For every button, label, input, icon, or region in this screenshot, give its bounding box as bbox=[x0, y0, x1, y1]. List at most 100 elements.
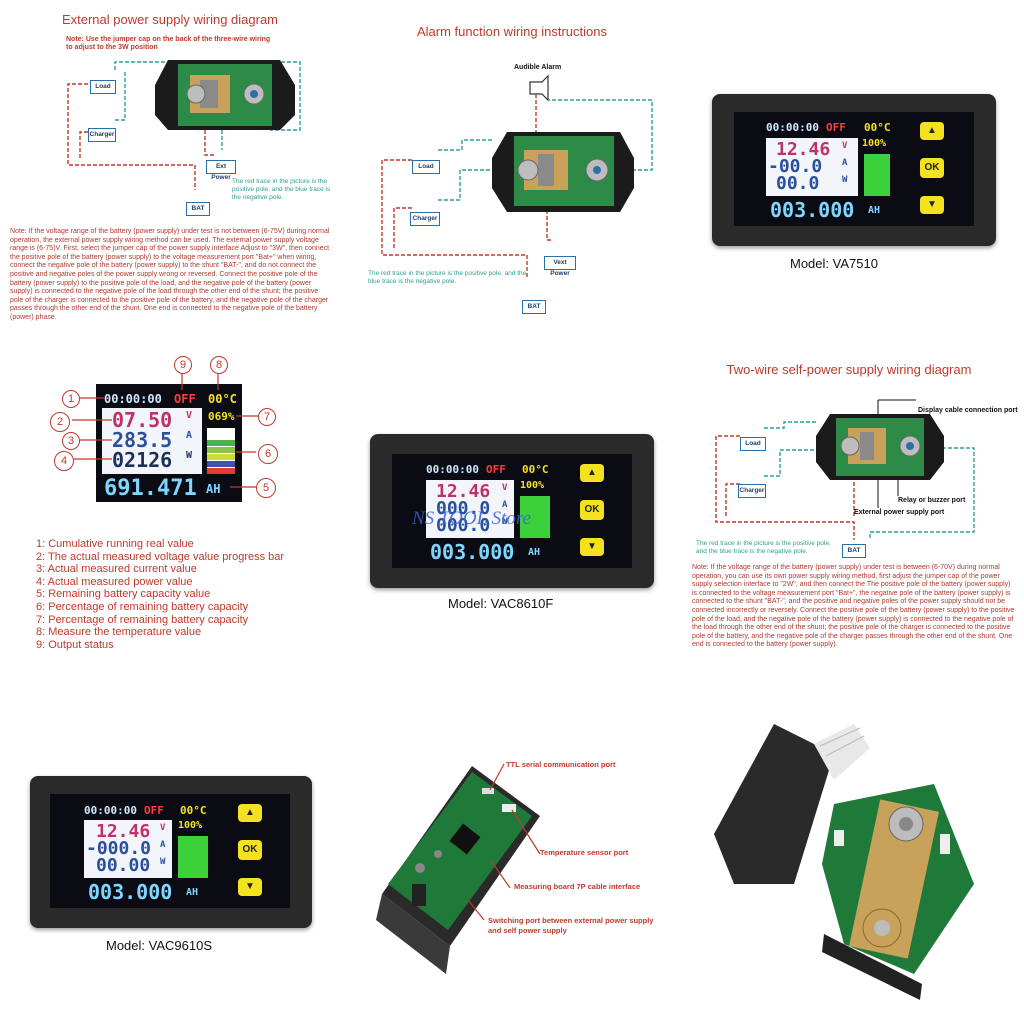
reading-panel bbox=[102, 408, 202, 474]
battery-level-bar bbox=[864, 154, 890, 196]
store-watermark: NS TOOL Store bbox=[412, 508, 531, 529]
up-button[interactable]: ▲ bbox=[920, 122, 944, 140]
positive-wire bbox=[393, 207, 412, 250]
alarm-label: Audible Alarm bbox=[514, 64, 562, 71]
ok-button[interactable]: OK bbox=[580, 500, 604, 520]
reading-panel bbox=[766, 138, 858, 196]
wiring-note: Note: If the voltage range of the batter… bbox=[10, 228, 330, 321]
down-button[interactable]: ▼ bbox=[920, 196, 944, 214]
legend-item: 5: Remaining battery capacity value bbox=[36, 588, 211, 601]
enclosure-front bbox=[376, 894, 450, 974]
positive-wire bbox=[715, 435, 855, 540]
board-photo bbox=[376, 763, 541, 974]
ah-value: 003.000 bbox=[770, 198, 855, 222]
legend-item: 7: Percentage of remaining battery capac… bbox=[36, 613, 249, 626]
negative-wire bbox=[764, 421, 816, 429]
output-status: OFF bbox=[486, 463, 506, 476]
legend-item: 2: The actual measured voltage value pro… bbox=[36, 550, 285, 563]
negative-wire bbox=[115, 70, 126, 121]
down-button[interactable]: ▼ bbox=[238, 878, 262, 896]
bat-box: BAT bbox=[842, 544, 866, 558]
callout-1: 1 bbox=[62, 390, 80, 408]
panel-title: Two-wire self-power supply wiring diagra… bbox=[726, 362, 972, 377]
cable-interface-label: Measuring board 7P cable interface bbox=[514, 882, 641, 891]
panel-alarm-wiring: Alarm function wiring instructions Audib… bbox=[342, 0, 682, 340]
temp-port-label: Temperature sensor port bbox=[540, 848, 629, 857]
ttl-port-label: TTL serial communication port bbox=[506, 760, 616, 769]
current-value: 000.0 bbox=[436, 498, 491, 519]
buzzer-icon bbox=[529, 74, 549, 102]
positive-wire bbox=[381, 159, 528, 278]
callout-8: 8 bbox=[210, 356, 228, 374]
charger-box: Charger bbox=[738, 484, 766, 498]
panel-display-legend: 00:00:00 OFF 00°C 07.50 V 283.5 A 02126 … bbox=[0, 342, 340, 682]
panel-back-board bbox=[684, 684, 1024, 1024]
panel-va7510: 00:00:00 OFF 00°C 12.46 V -00.0 A 00.0 W… bbox=[684, 0, 1024, 340]
battery-gauge bbox=[207, 428, 235, 474]
power-value: 00.00 bbox=[96, 855, 151, 876]
ah-value: 691.471 bbox=[104, 476, 197, 501]
charger-box: Charger bbox=[88, 128, 116, 142]
power-value: 000.0 bbox=[436, 515, 491, 536]
output-status: OFF bbox=[144, 804, 164, 817]
voltage-unit: V bbox=[160, 823, 166, 833]
power-unit: W bbox=[186, 450, 193, 461]
callout-lines bbox=[72, 372, 258, 488]
ok-button[interactable]: OK bbox=[238, 840, 262, 860]
ah-unit: AH bbox=[868, 205, 881, 216]
negative-wire bbox=[764, 449, 816, 477]
wiring-diagram bbox=[381, 74, 653, 278]
jumper-note: Note: Use the jumper cap on the back of … bbox=[66, 36, 271, 51]
current-value: -00.0 bbox=[768, 156, 823, 177]
voltage-value: 12.46 bbox=[436, 481, 491, 502]
callout-3: 3 bbox=[62, 432, 80, 450]
down-button[interactable]: ▼ bbox=[580, 538, 604, 556]
temperature: 00°C bbox=[864, 121, 891, 134]
load-box: Load bbox=[412, 160, 440, 174]
reading-panel bbox=[84, 820, 172, 878]
current-unit: A bbox=[186, 430, 193, 441]
model-caption: Model: VAC9610S bbox=[106, 938, 212, 953]
power-unit: W bbox=[502, 517, 508, 527]
ah-unit: AH bbox=[206, 482, 221, 496]
model-caption: Model: VAC8610F bbox=[448, 596, 554, 611]
power-value: 02126 bbox=[112, 448, 173, 472]
trace-note: The red trace in the picture is the posi… bbox=[696, 540, 831, 555]
wiring-diagram bbox=[67, 60, 301, 190]
charger-box: Charger bbox=[410, 212, 440, 226]
ext-power-box: Ext Power bbox=[206, 160, 236, 181]
positive-wire bbox=[546, 210, 552, 241]
battery-percent: 100% bbox=[520, 480, 545, 491]
up-button[interactable]: ▲ bbox=[238, 804, 262, 822]
panel-external-wiring: External power supply wiring diagram Not… bbox=[0, 0, 340, 340]
trace-note: The red trace in the picture is the posi… bbox=[232, 178, 331, 201]
legend-item: 8: Measure the temperature value bbox=[36, 626, 202, 639]
negative-wire bbox=[869, 447, 975, 540]
vext-power-box: Vext Power bbox=[544, 256, 576, 277]
model-caption: Model: VA7510 bbox=[790, 256, 878, 271]
enclosure bbox=[714, 724, 834, 884]
current-unit: A bbox=[160, 840, 166, 850]
load-box: Load bbox=[740, 437, 766, 451]
power-unit: W bbox=[842, 175, 848, 185]
panel-board-ports: TTL serial communication port Temperatur… bbox=[342, 684, 682, 1024]
negative-wire bbox=[438, 169, 492, 201]
current-value: -000.0 bbox=[86, 838, 152, 859]
battery-percent: 069% bbox=[208, 410, 235, 423]
wiring-diagram bbox=[715, 399, 975, 540]
power-value: 00.0 bbox=[776, 173, 820, 194]
voltage-value: 07.50 bbox=[112, 408, 173, 432]
bat-box: BAT bbox=[186, 202, 210, 216]
callout-6: 6 bbox=[258, 444, 278, 464]
voltage-unit: V bbox=[842, 141, 848, 151]
panel-two-wire-wiring: Two-wire self-power supply wiring diagra… bbox=[684, 342, 1024, 682]
callout-9: 9 bbox=[174, 356, 192, 374]
ok-button[interactable]: OK bbox=[920, 158, 944, 178]
callout-7: 7 bbox=[258, 408, 276, 426]
ext-port-label: External power supply port bbox=[854, 509, 945, 516]
voltage-unit: V bbox=[186, 410, 193, 421]
up-button[interactable]: ▲ bbox=[580, 464, 604, 482]
output-status: OFF bbox=[826, 121, 846, 134]
negative-wire bbox=[438, 139, 492, 151]
panel-title: External power supply wiring diagram bbox=[61, 12, 279, 27]
